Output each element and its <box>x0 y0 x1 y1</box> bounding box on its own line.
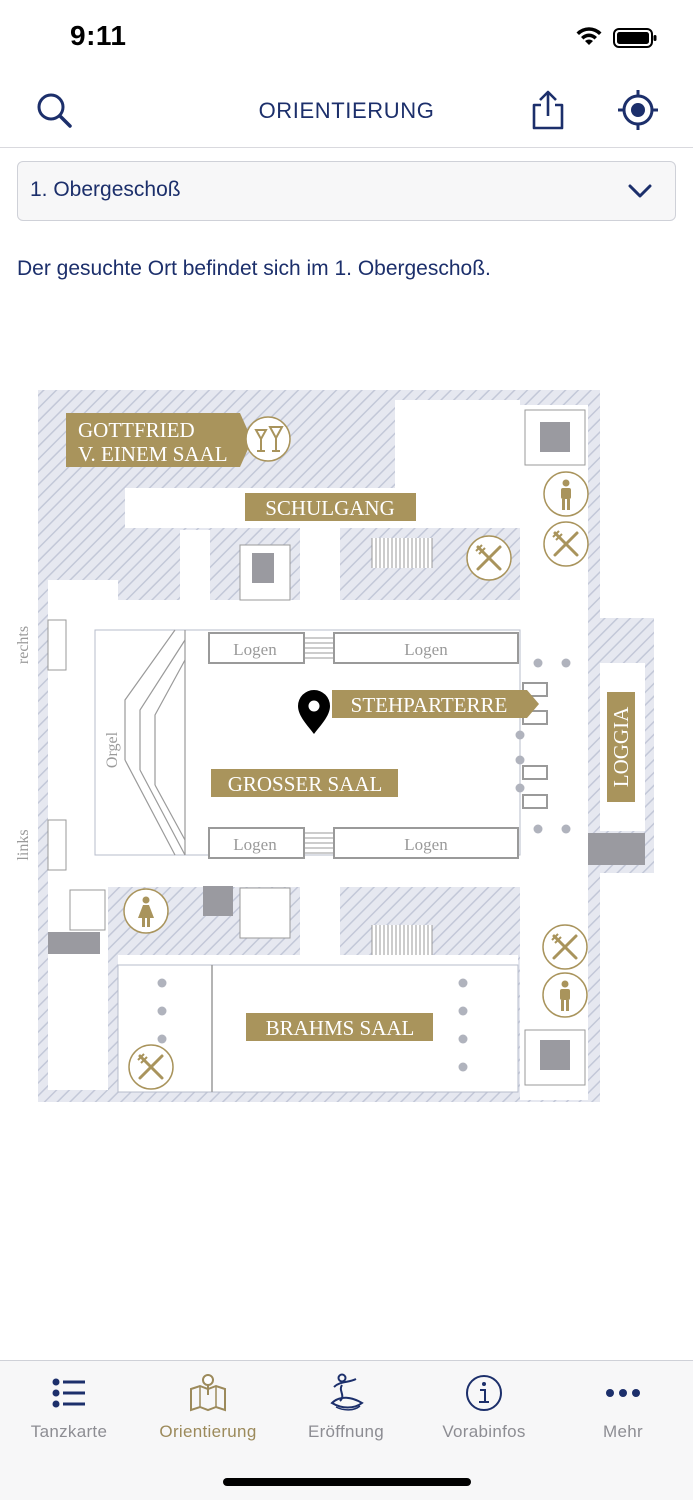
floor-map[interactable]: Logen Logen Logen Logen <box>0 380 693 1120</box>
list-icon <box>52 1378 85 1408</box>
toilet-women-icon[interactable] <box>123 888 169 934</box>
battery-icon <box>613 28 657 48</box>
more-icon <box>606 1389 640 1397</box>
home-indicator <box>223 1478 471 1486</box>
locate-icon[interactable] <box>616 88 660 132</box>
logen-label: Logen <box>233 835 277 854</box>
logen-label: Logen <box>404 640 448 659</box>
restaurant-icon[interactable] <box>542 520 590 568</box>
rechts-label: rechts <box>15 626 32 664</box>
tab-eroeffnung[interactable]: Eröffnung <box>277 1361 415 1461</box>
chevron-down-icon <box>628 184 652 198</box>
stehparterre-label-bg <box>332 690 539 718</box>
tab-label: Eröffnung <box>307 1422 385 1441</box>
tab-orientierung[interactable]: Orientierung <box>139 1361 277 1461</box>
pillars <box>157 658 571 1072</box>
orgel-label: Orgel <box>104 731 121 768</box>
stehparterre-label: STEHPARTERRE <box>351 693 508 717</box>
floor-select[interactable]: 1. Obergeschoß <box>17 161 676 221</box>
status-bar: 9:11 <box>0 0 693 76</box>
bar-icon[interactable] <box>245 416 291 462</box>
grosser-saal-label-bg <box>211 769 398 797</box>
restaurant-icon[interactable] <box>465 534 513 582</box>
gottfried-label-bg <box>66 413 252 467</box>
gottfried-label-line2: V. EINEM SAAL <box>78 442 228 466</box>
brahms-saal-label-bg <box>246 1013 433 1041</box>
search-icon[interactable] <box>32 88 76 132</box>
grosser-saal-hall <box>94 629 521 856</box>
tab-mehr[interactable]: Mehr <box>554 1361 692 1461</box>
toilet-men-icon[interactable] <box>543 471 589 517</box>
brahms-saal-label: BRAHMS SAAL <box>266 1016 415 1040</box>
grosser-saal-label: GROSSER SAAL <box>228 772 383 796</box>
logen-label: Logen <box>404 835 448 854</box>
staircase <box>371 537 433 569</box>
loggia-label-bg <box>607 692 635 802</box>
organ <box>124 629 186 856</box>
links-label: links <box>15 829 32 860</box>
restaurant-icon[interactable] <box>541 923 589 971</box>
dancer-icon <box>330 1373 364 1411</box>
logen-boxes <box>208 632 519 859</box>
tab-bar: Tanzkarte Orientierung Eröffnung Vorabin… <box>0 1360 693 1500</box>
toilet-men-icon[interactable] <box>542 972 588 1018</box>
tab-tanzkarte[interactable]: Tanzkarte <box>0 1361 138 1461</box>
nav-bar: ORIENTIERUNG <box>0 76 693 148</box>
info-icon <box>466 1375 502 1411</box>
floor-select-value: 1. Obergeschoß <box>30 178 181 201</box>
tab-label: Orientierung <box>159 1422 257 1441</box>
tab-label: Tanzkarte <box>30 1422 108 1441</box>
restaurant-icon[interactable] <box>127 1043 175 1091</box>
page-title: ORIENTIERUNG <box>258 98 435 123</box>
loggia-label: LOGGIA <box>609 706 633 787</box>
location-pin-icon[interactable] <box>298 690 330 734</box>
logen-label: Logen <box>233 640 277 659</box>
schulgang-label-bg <box>245 493 416 521</box>
tab-vorabinfos[interactable]: Vorabinfos <box>415 1361 553 1461</box>
tab-label: Mehr <box>603 1422 643 1441</box>
share-icon[interactable] <box>526 88 570 132</box>
status-time: 9:11 <box>70 20 127 51</box>
map-pin-icon <box>190 1374 226 1412</box>
gottfried-label-line1: GOTTFRIED <box>78 418 195 442</box>
tab-label: Vorabinfos <box>442 1422 526 1441</box>
staircase-small <box>47 409 586 1086</box>
staircase <box>371 924 433 956</box>
box-stairs <box>305 637 334 854</box>
location-note: Der gesuchte Ort befindet sich im 1. Obe… <box>17 257 491 280</box>
elevators <box>48 422 645 1070</box>
schulgang-label: SCHULGANG <box>265 496 395 520</box>
wifi-icon <box>576 27 602 45</box>
